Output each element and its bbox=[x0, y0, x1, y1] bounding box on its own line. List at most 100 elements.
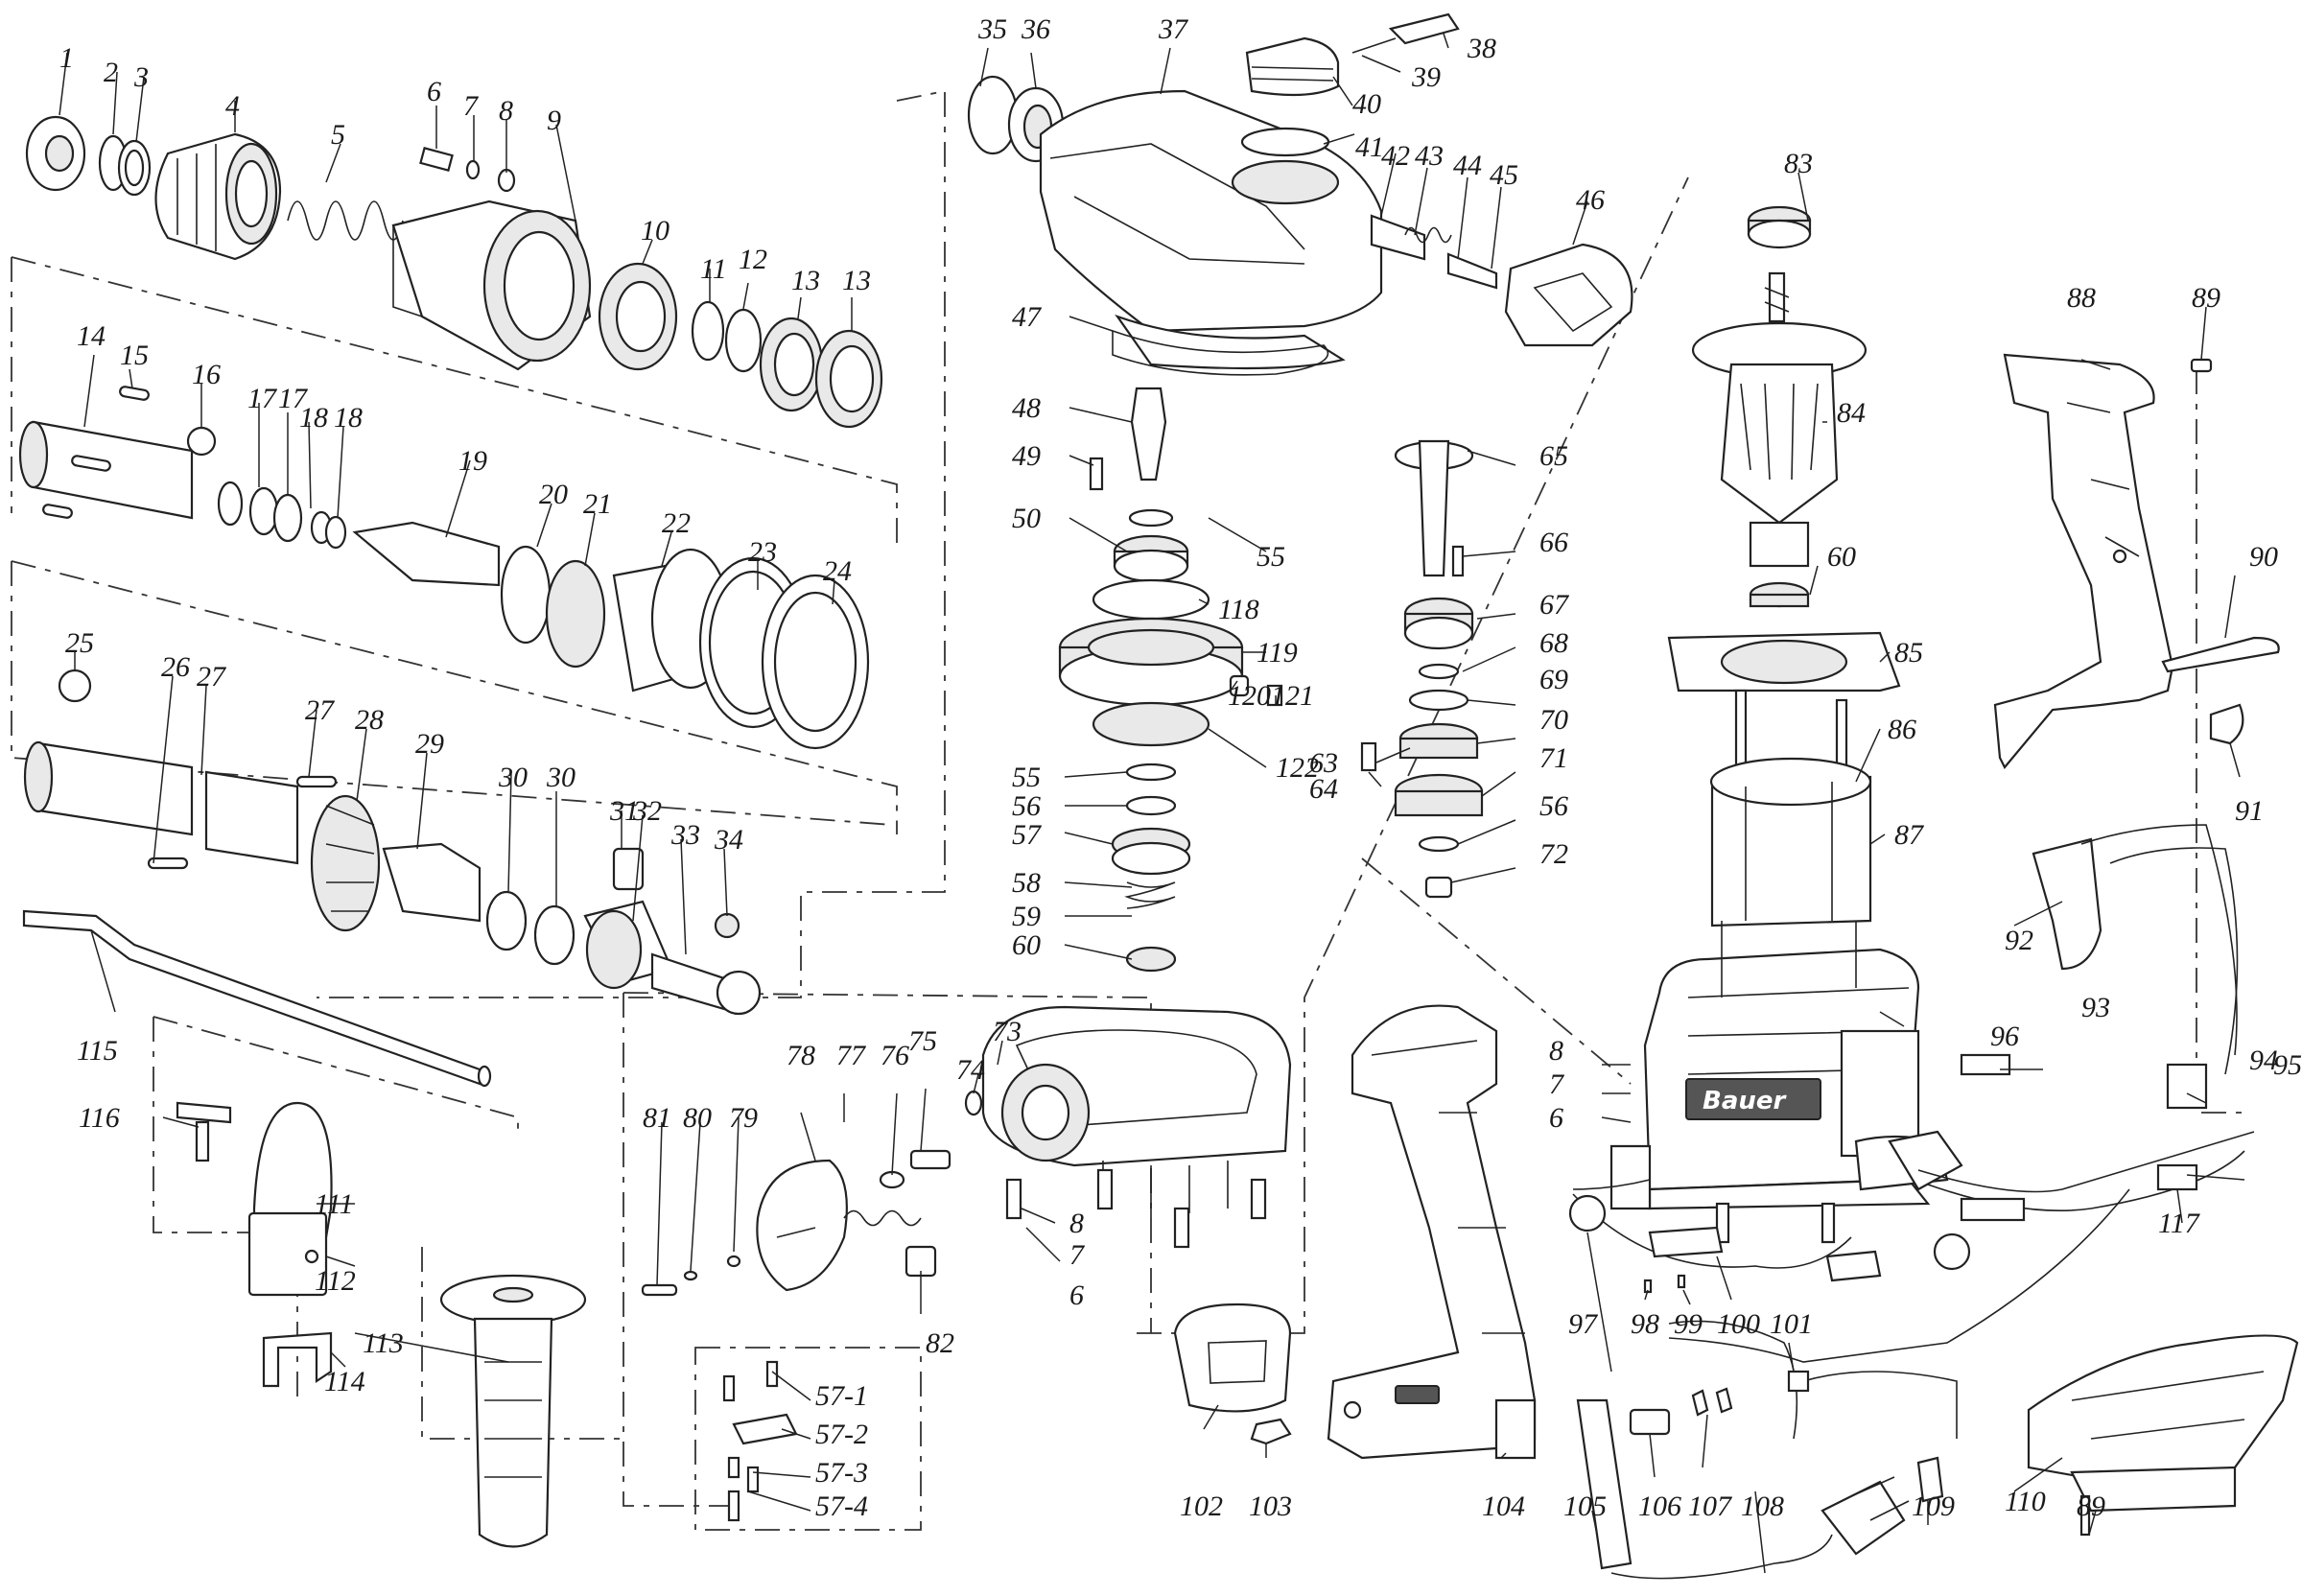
part-label: 43 bbox=[1415, 140, 1444, 172]
part-label: 55 bbox=[1012, 762, 1041, 793]
part-label: 63 bbox=[1309, 747, 1338, 779]
part-label: 30 bbox=[546, 762, 576, 793]
part-label: 87 bbox=[1894, 819, 1925, 851]
part-label: 94 bbox=[2249, 1044, 2278, 1076]
part-label: 93 bbox=[2081, 992, 2110, 1023]
part-label: 95 bbox=[2273, 1049, 2302, 1081]
striker-19-22 bbox=[352, 521, 870, 750]
part-label: 44 bbox=[1453, 150, 1482, 181]
part-label: 103 bbox=[1249, 1490, 1292, 1522]
part-label: 80 bbox=[683, 1102, 712, 1134]
part-label: 23 bbox=[748, 536, 777, 568]
rod-115 bbox=[22, 909, 492, 1088]
part-label: 4 bbox=[225, 90, 240, 122]
part-label: 55 bbox=[1257, 541, 1285, 573]
part-label: 115 bbox=[77, 1035, 118, 1067]
cap-102-103 bbox=[1173, 1303, 1292, 1445]
shaft-65-72 bbox=[1360, 439, 1484, 899]
part-label: 119 bbox=[1257, 637, 1298, 669]
part-label: 110 bbox=[2005, 1486, 2046, 1517]
part-label: 24 bbox=[823, 555, 852, 587]
spindle-14 bbox=[18, 386, 347, 550]
part-label: 8 bbox=[1069, 1208, 1084, 1239]
part-label: 57-2 bbox=[815, 1419, 868, 1450]
part-label: 76 bbox=[881, 1040, 909, 1071]
part-label: 47 bbox=[1012, 301, 1043, 333]
part-label: 81 bbox=[643, 1102, 671, 1134]
part-label: 66 bbox=[1539, 527, 1568, 558]
part-label: 97 bbox=[1568, 1308, 1599, 1340]
part-label: 18 bbox=[334, 402, 363, 434]
part-label: 82 bbox=[926, 1327, 954, 1359]
part-label: 33 bbox=[670, 819, 700, 851]
part-label: 25 bbox=[65, 627, 94, 659]
part-label: 86 bbox=[1888, 714, 1916, 745]
part-label: 89 bbox=[2192, 282, 2220, 314]
part-label: 45 bbox=[1490, 159, 1518, 191]
part-label: 32 bbox=[632, 795, 662, 827]
part-label: 68 bbox=[1539, 627, 1568, 659]
part-label: 106 bbox=[1638, 1490, 1681, 1522]
part-label: 121 bbox=[1271, 680, 1314, 712]
part-label: 13 bbox=[791, 265, 820, 296]
part-label: 41 bbox=[1355, 131, 1384, 163]
part-label: 58 bbox=[1012, 867, 1041, 899]
part-label: 57 bbox=[1012, 819, 1043, 851]
rear-handle-104 bbox=[1327, 1004, 1537, 1460]
part-label: 116 bbox=[79, 1102, 120, 1134]
motor-housing-86-93: Bauer bbox=[1609, 689, 1949, 1244]
part-label: 60 bbox=[1827, 541, 1856, 573]
part-label: 8 bbox=[1549, 1035, 1563, 1067]
part-label: 120 bbox=[1228, 680, 1271, 712]
part-label: 20 bbox=[539, 479, 568, 510]
part-label: 11 bbox=[700, 253, 727, 285]
part-label: 16 bbox=[192, 359, 221, 390]
part-label: 117 bbox=[2158, 1208, 2201, 1239]
group-outlines bbox=[11, 89, 2249, 1531]
part-label: 107 bbox=[1688, 1490, 1733, 1522]
part-label: 83 bbox=[1784, 148, 1813, 179]
cylinder-26-28 bbox=[23, 669, 762, 1016]
gear-stack-48-122 bbox=[1058, 387, 1283, 973]
part-label: 27 bbox=[197, 661, 227, 692]
part-label: 109 bbox=[1912, 1490, 1955, 1522]
part-label: 96 bbox=[1990, 1021, 2019, 1052]
part-label: 60 bbox=[1012, 929, 1041, 961]
part-label: 85 bbox=[1894, 637, 1923, 669]
part-label: 73 bbox=[993, 1016, 1022, 1047]
part-label: 18 bbox=[299, 402, 328, 434]
part-label: 74 bbox=[956, 1054, 985, 1086]
part-label: 10 bbox=[641, 215, 669, 246]
part-label: 57-1 bbox=[815, 1380, 868, 1412]
part-label: 75 bbox=[908, 1025, 937, 1057]
part-label: 7 bbox=[463, 90, 480, 122]
part-label: 34 bbox=[714, 824, 743, 856]
part-label: 19 bbox=[458, 445, 487, 477]
part-label: 37 bbox=[1158, 13, 1189, 45]
part-label: 31 bbox=[609, 795, 639, 827]
part-label: 91 bbox=[2235, 795, 2264, 827]
part-label: 118 bbox=[1218, 594, 1259, 625]
part-label: 15 bbox=[120, 340, 149, 371]
spring-5 bbox=[287, 200, 404, 241]
part-label: 88 bbox=[2067, 282, 2096, 314]
part-label: 89 bbox=[2077, 1490, 2105, 1522]
part-label: 111 bbox=[315, 1188, 354, 1220]
part-label: 49 bbox=[1012, 440, 1041, 472]
part-label: 57-4 bbox=[815, 1490, 868, 1522]
part-label: 57-3 bbox=[815, 1457, 868, 1489]
side-handle-111-114 bbox=[176, 1101, 587, 1548]
part-label: 71 bbox=[1539, 742, 1568, 774]
part-label: 5 bbox=[331, 119, 345, 151]
part-label: 9 bbox=[547, 105, 561, 136]
part-label: 30 bbox=[498, 762, 528, 793]
part-label: 39 bbox=[1411, 61, 1441, 93]
part-label: 69 bbox=[1539, 664, 1568, 695]
part-label: 79 bbox=[729, 1102, 758, 1134]
part-label: 46 bbox=[1576, 184, 1605, 216]
part-label: 99 bbox=[1674, 1308, 1703, 1340]
part-label: 104 bbox=[1482, 1490, 1525, 1522]
bearings-10-13 bbox=[598, 262, 883, 429]
